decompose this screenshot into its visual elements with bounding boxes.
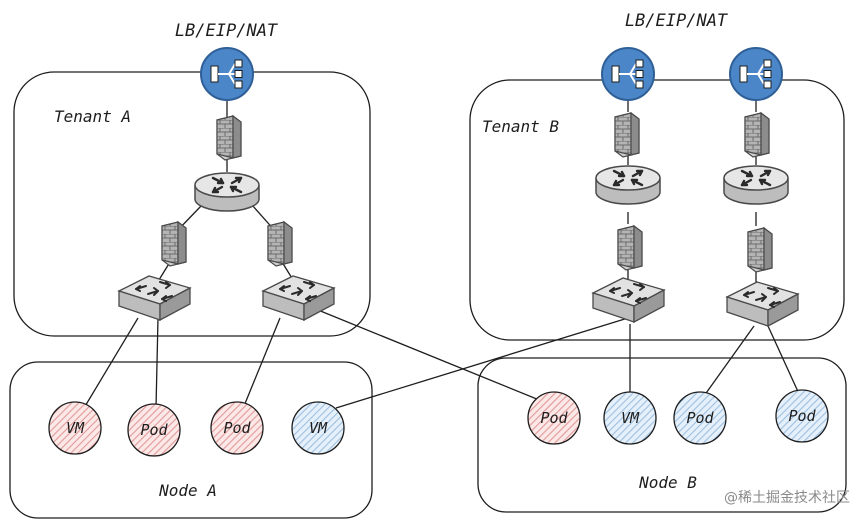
tenant-a-label: Tenant A <box>54 107 131 126</box>
vm-circle <box>291 401 345 455</box>
node-a-workloads: VM Pod Pod VM <box>48 401 345 457</box>
node-a-label: Node A <box>158 481 217 500</box>
router-icon <box>193 171 261 213</box>
tenant-b-label: Tenant B <box>482 117 559 136</box>
workload-label: Pod <box>140 421 168 439</box>
node-b-label: Node B <box>638 473 697 492</box>
vm-circle <box>603 391 657 445</box>
tenant-a-box <box>13 71 371 337</box>
firewall-icon <box>747 227 773 273</box>
node-a-box <box>9 361 373 519</box>
vm-circle <box>48 401 102 455</box>
switch-icon <box>118 275 191 321</box>
firewall-icon <box>267 221 293 267</box>
switch-icon <box>726 281 799 327</box>
workload-label: Pod <box>540 409 568 427</box>
pod-circle <box>210 401 264 455</box>
pod-circle <box>127 403 181 457</box>
lb-eip-nat-left-label: LB/EIP/NAT <box>175 21 279 41</box>
switch-icon <box>262 275 335 321</box>
watermark: @稀土掘金技术社区 <box>724 490 850 506</box>
firewall-icon <box>216 115 242 161</box>
tenant-b-box <box>469 79 845 341</box>
switch-icon <box>592 277 665 323</box>
workload-label: VM <box>309 419 328 437</box>
lb-eip-nat-right-label: LB/EIP/NAT <box>625 11 729 31</box>
connections <box>83 96 801 409</box>
workload-label: Pod <box>686 409 714 427</box>
lb-eip-nat-right-icon-1 <box>601 47 655 101</box>
router-icon <box>594 164 662 206</box>
firewall-icon <box>614 112 640 158</box>
lb-eip-nat-left-icon <box>200 47 254 101</box>
workload-label: Pod <box>223 419 251 437</box>
router-icon <box>722 164 790 206</box>
workload-label: VM <box>621 409 640 427</box>
workload-label: Pod <box>788 407 816 425</box>
pod-circle <box>527 391 581 445</box>
node-b-box <box>477 357 847 513</box>
pod-circle <box>775 389 829 443</box>
pod-circle <box>673 391 727 445</box>
lb-eip-nat-right-icon-2 <box>729 47 783 101</box>
workload-label: VM <box>66 419 85 437</box>
firewall-icon <box>617 225 643 271</box>
node-b-workloads: Pod VM Pod Pod <box>527 389 829 445</box>
firewall-icon <box>744 112 770 158</box>
firewall-icon <box>161 221 187 267</box>
